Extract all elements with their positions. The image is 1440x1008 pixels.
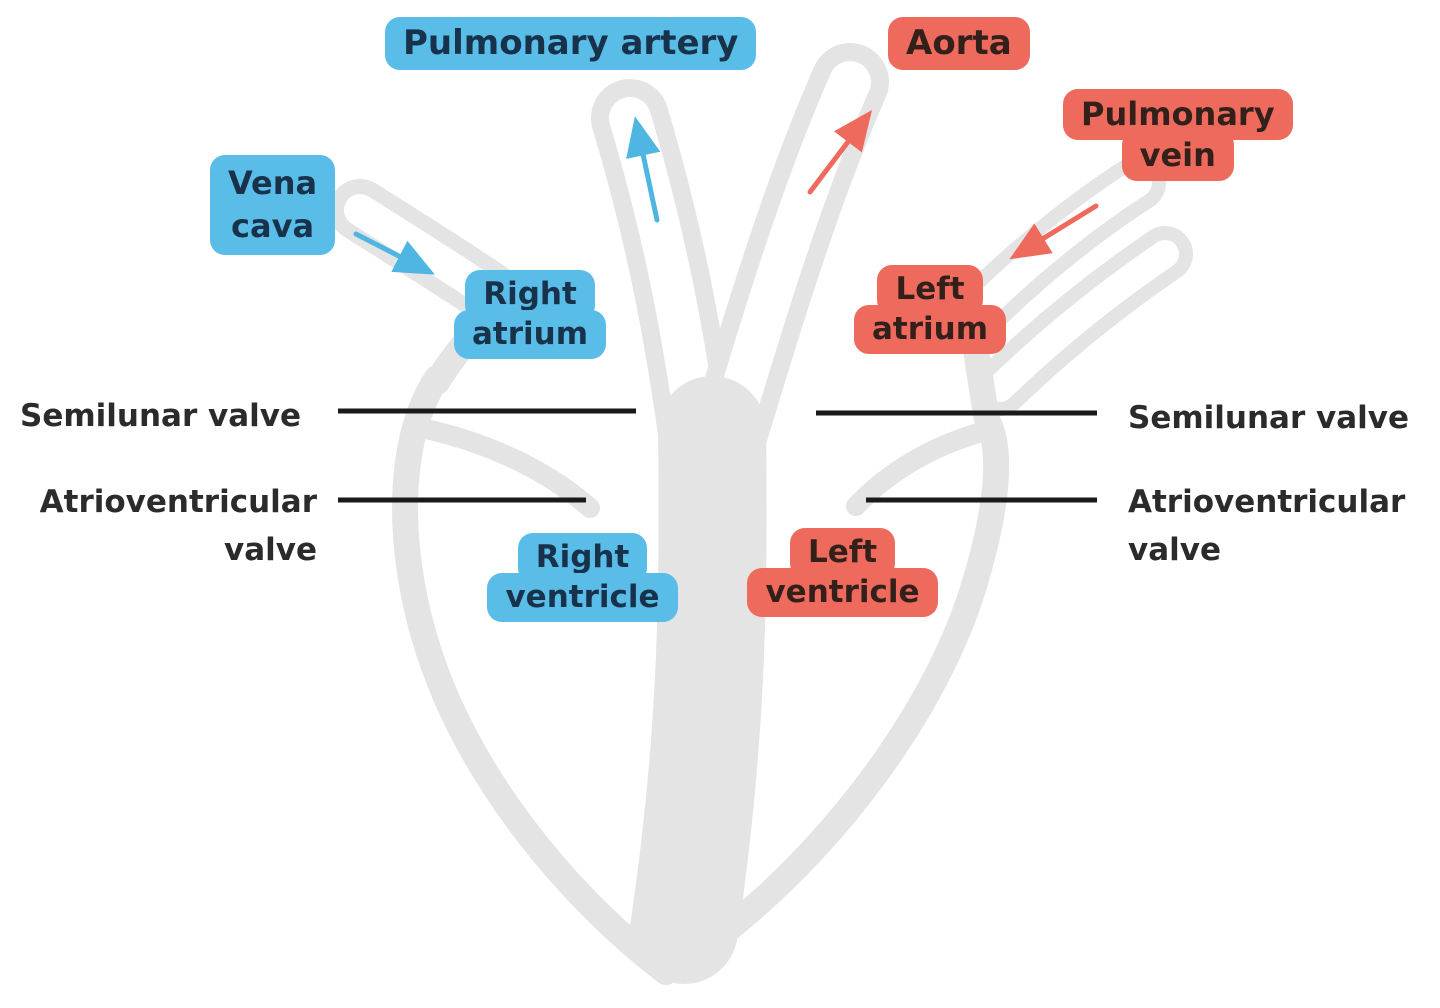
pulmonary-vein-vessel-2-lumen (986, 240, 1179, 402)
atrioventricular-left-line1: Atrioventricular (39, 484, 317, 520)
label-aorta: Aorta (888, 17, 1030, 71)
label-left-ventricle: Left ventricle (747, 528, 938, 618)
pulmonary-artery-text: Pulmonary artery (385, 17, 757, 71)
flow-arrow-pulmonary-vein-icon (1009, 203, 1099, 260)
label-left-atrium: Left atrium (853, 265, 1007, 355)
label-semilunar-valve-right: Semilunar valve (1128, 400, 1410, 436)
atrioventricular-left-line2: valve (224, 532, 317, 569)
flow-arrow-aorta-icon (807, 110, 873, 195)
label-semilunar-valve-left: Semilunar valve (20, 398, 302, 434)
label-right-atrium: Right atrium (453, 270, 607, 360)
aorta-text: Aorta (888, 17, 1030, 71)
atrioventricular-right-line2: valve (1128, 532, 1221, 569)
heart-outer-wall-right (653, 409, 1010, 985)
atrium-ventricle-boundary-right (846, 422, 992, 516)
vena-cava-text: Vena cava (210, 155, 336, 256)
left-atrium-text-line2: atrium (853, 304, 1007, 355)
flow-arrow-pulmonary-artery-icon (626, 116, 661, 223)
atrium-ventricle-boundary-left (420, 420, 600, 518)
pulmonary-vein-vessel-1-lumen (958, 169, 1152, 332)
atrioventricular-right-line1: Atrioventricular (1128, 484, 1406, 520)
label-pulmonary-artery: Pulmonary artery (385, 17, 757, 71)
heart-septum-trunk (630, 376, 767, 984)
heart-outer-wall-left (392, 365, 679, 985)
vena-cava-text-line1: Vena (228, 164, 318, 202)
flow-arrow-vena-cava-icon (353, 231, 435, 275)
vena-cava-text-line2: cava (231, 207, 315, 246)
label-atrioventricular-valve-left: Atrioventricular valve (22, 478, 317, 574)
label-pulmonary-vein: Pulmonary vein (1063, 89, 1293, 181)
left-ventricle-text-line2: ventricle (747, 567, 938, 618)
pulmonary-vein-text-line2: vein (1121, 129, 1234, 181)
right-ventricle-text-line2: ventricle (487, 572, 678, 623)
right-atrium-text-line2: atrium (453, 309, 607, 360)
label-vena-cava: Vena cava (210, 155, 336, 256)
label-right-ventricle: Right ventricle (487, 533, 678, 623)
label-atrioventricular-valve-right: Atrioventricular valve (1128, 478, 1428, 574)
